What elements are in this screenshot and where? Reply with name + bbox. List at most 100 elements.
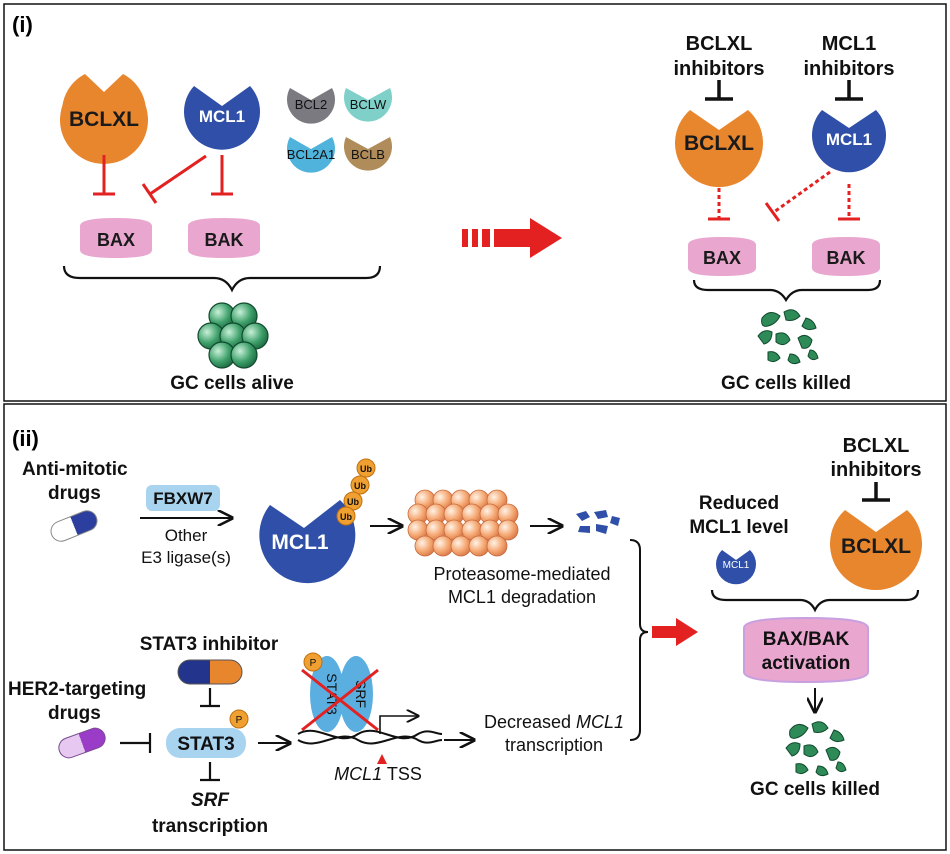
outcome-killed-top: GC cells killed bbox=[721, 373, 851, 394]
outcome-alive: GC cells alive bbox=[170, 373, 294, 394]
panel-ii-label: (ii) bbox=[12, 426, 39, 451]
tss-label: MCL1 TSS bbox=[334, 764, 422, 784]
svg-text:BAX: BAX bbox=[703, 248, 741, 268]
panel-ii-frame bbox=[3, 403, 947, 851]
svg-text:BAX/BAK: BAX/BAK bbox=[763, 629, 850, 650]
mcl1-inhibitors-label-line1: MCL1 bbox=[822, 33, 876, 55]
bclxl-inhibitors-label-line1: BCLXL bbox=[686, 33, 753, 55]
svg-text:BAK: BAK bbox=[827, 248, 866, 268]
mcl1-fragments bbox=[576, 510, 620, 534]
proteasome-label-line1: Proteasome-mediated bbox=[433, 564, 610, 584]
stat3-inhibitor-label: STAT3 inhibitor bbox=[140, 634, 279, 655]
svg-text:Ub: Ub bbox=[360, 464, 372, 474]
her2-label-line1: HER2-targeting bbox=[8, 679, 146, 700]
srf-transcription: transcription bbox=[152, 816, 268, 837]
stat3-inhibitor-capsule bbox=[177, 659, 243, 685]
panel-i-label: (i) bbox=[12, 12, 33, 37]
bclxl-inhibitors-label-line2: inhibitors bbox=[673, 58, 764, 80]
svg-text:Ub: Ub bbox=[347, 497, 359, 507]
small-mcl1: MCL1 bbox=[716, 550, 757, 585]
dashed-inhibit-mcl1-bak bbox=[838, 184, 860, 221]
bclb-protein: BCLB bbox=[343, 137, 392, 171]
svg-text:BCL2A1: BCL2A1 bbox=[287, 147, 335, 162]
svg-text:BCLXL: BCLXL bbox=[684, 132, 754, 155]
svg-text:BAK: BAK bbox=[205, 230, 244, 250]
gc-cells-killed-icon-top bbox=[757, 309, 819, 365]
dashed-inhibit-mcl1-bax bbox=[764, 170, 831, 222]
gc-cell-cluster-alive bbox=[197, 302, 269, 369]
other-e3-line2: E3 ligase(s) bbox=[141, 548, 231, 567]
reduced-label-line2: MCL1 level bbox=[689, 517, 788, 538]
svg-text:FBXW7: FBXW7 bbox=[153, 489, 213, 508]
tss-arrow bbox=[377, 716, 418, 764]
inhibit-bclxl-bax bbox=[93, 155, 115, 196]
dashed-inhibit-bclxl-bax bbox=[708, 188, 730, 221]
mcl1-inhibitors-label-line2: inhibitors bbox=[803, 58, 894, 80]
svg-text:BCLW: BCLW bbox=[350, 97, 387, 112]
inhibit-her2-stat3 bbox=[120, 733, 152, 753]
gc-cells-killed-icon-bottom bbox=[785, 721, 847, 777]
svg-text:BCLXL: BCLXL bbox=[841, 535, 911, 558]
bax-left: BAX bbox=[80, 218, 152, 258]
merge-bracket bbox=[629, 539, 649, 741]
svg-text:Ub: Ub bbox=[340, 512, 352, 522]
bclxl-protein-right: BCLXL bbox=[675, 110, 763, 188]
svg-text:Ub: Ub bbox=[354, 481, 366, 491]
inhibit-mcl1-bax bbox=[141, 154, 207, 204]
svg-text:BAX: BAX bbox=[97, 230, 135, 250]
mcl1-protein-left: MCL1 bbox=[184, 86, 260, 150]
stat3-box: STAT3 bbox=[166, 728, 246, 758]
inhibit-mcl1-drug bbox=[835, 80, 863, 101]
proteasome-label-line2: MCL1 degradation bbox=[448, 587, 596, 607]
inhibit-bclxl-drug bbox=[705, 80, 733, 101]
antimitotic-capsule bbox=[50, 510, 98, 542]
mcl1-protein-right: MCL1 bbox=[812, 110, 886, 173]
panel-i-frame bbox=[3, 3, 947, 402]
other-e3-line1: Other bbox=[165, 526, 208, 545]
svg-text:BCLB: BCLB bbox=[351, 147, 385, 162]
proteasome bbox=[407, 489, 519, 557]
reduced-label-line1: Reduced bbox=[699, 493, 779, 514]
srf-italic: SRF bbox=[191, 790, 230, 811]
outcome-killed-bottom: GC cells killed bbox=[750, 779, 880, 800]
stat3-phospho: P bbox=[229, 709, 249, 729]
bcl2-protein: BCL2 bbox=[287, 88, 335, 124]
bak-right: BAK bbox=[812, 237, 880, 276]
her2-capsule bbox=[58, 727, 106, 759]
bax-bak-activation: BAX/BAK activation bbox=[743, 616, 869, 684]
svg-text:MCL1: MCL1 bbox=[723, 560, 750, 571]
svg-text:MCL1: MCL1 bbox=[271, 531, 328, 554]
dna-helix bbox=[297, 729, 443, 745]
antimitotic-label-line2: drugs bbox=[48, 483, 101, 504]
bclxl-inhibitors-ii-line2: inhibitors bbox=[830, 459, 921, 481]
stat3-srf-complex: STAT3 SRF P bbox=[301, 652, 379, 732]
bclxl-protein-ii: BCLXL bbox=[830, 510, 923, 590]
svg-text:MCL1: MCL1 bbox=[826, 130, 872, 149]
brace-right bbox=[692, 279, 882, 303]
bclxl-inhibitors-ii-line1: BCLXL bbox=[843, 435, 910, 457]
svg-text:BCLXL: BCLXL bbox=[69, 108, 139, 131]
svg-text:STAT3: STAT3 bbox=[177, 734, 234, 755]
svg-text:P: P bbox=[310, 658, 317, 669]
svg-text:BCL2: BCL2 bbox=[295, 97, 328, 112]
ub-tags: Ub Ub Ub Ub bbox=[336, 458, 376, 526]
bax-right: BAX bbox=[688, 237, 756, 276]
antimitotic-label-line1: Anti-mitotic bbox=[22, 459, 128, 480]
transition-arrow bbox=[462, 218, 562, 258]
mcl1-ubiquitinated: MCL1 bbox=[259, 500, 356, 584]
bak-left: BAK bbox=[188, 218, 260, 258]
fbxw7-box: FBXW7 bbox=[146, 485, 220, 511]
svg-text:P: P bbox=[236, 715, 243, 726]
inhibit-srf bbox=[200, 762, 220, 782]
brace-activation bbox=[710, 589, 920, 613]
bclw-protein: BCLW bbox=[343, 88, 392, 122]
inhibit-stat3 bbox=[200, 688, 220, 708]
svg-text:activation: activation bbox=[762, 653, 851, 674]
svg-text:MCL1: MCL1 bbox=[199, 107, 245, 126]
her2-label-line2: drugs bbox=[48, 703, 101, 724]
bclxl-protein-left: BCLXL bbox=[60, 74, 148, 164]
merge-red-arrow bbox=[652, 618, 698, 646]
inhibit-mcl1-bak bbox=[211, 155, 233, 196]
brace-left bbox=[62, 265, 382, 293]
